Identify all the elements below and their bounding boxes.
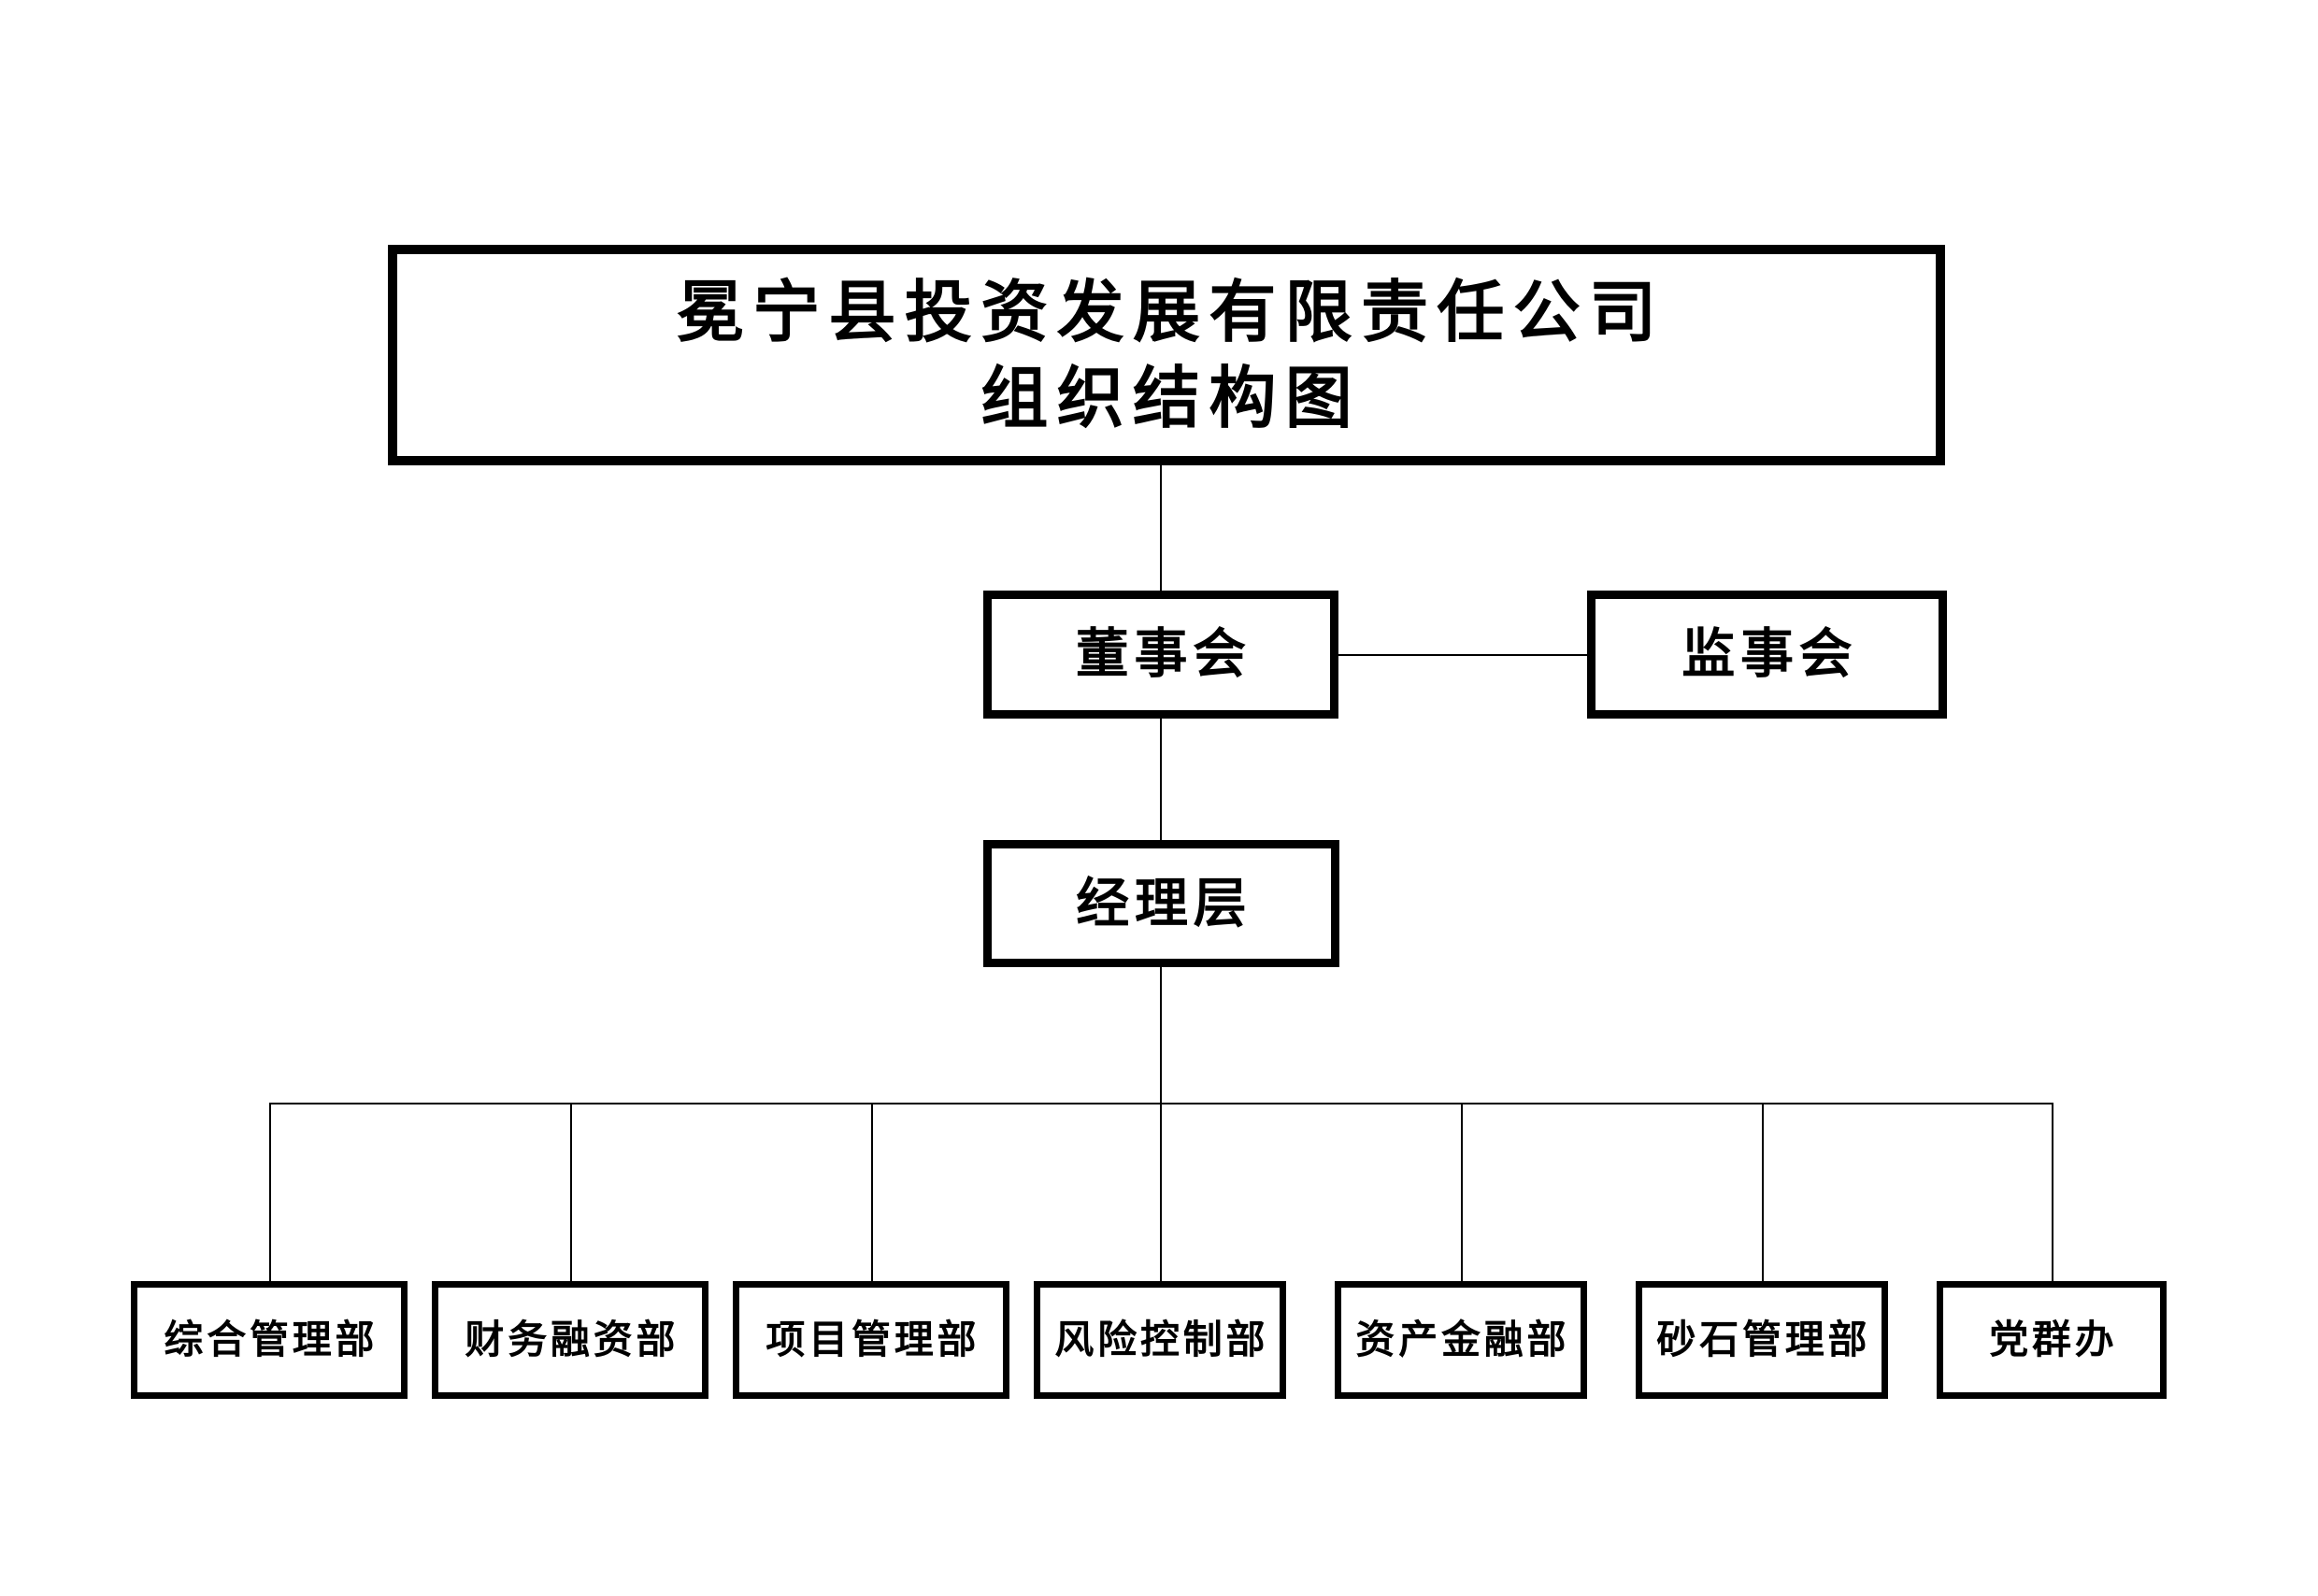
- connector-board-to-manager: [1160, 719, 1162, 841]
- org-node-department-4: 风险控制部: [1034, 1281, 1286, 1399]
- org-node-department-6: 砂石管理部: [1636, 1281, 1888, 1399]
- board-label: 董事会: [1075, 623, 1252, 686]
- connector-drop-dept-7: [2052, 1103, 2053, 1282]
- connector-board-to-supervisor: [1338, 654, 1587, 656]
- connector-drop-dept-4: [1160, 1103, 1162, 1282]
- connector-drop-dept-5: [1461, 1103, 1463, 1282]
- department-label: 项目管理部: [766, 1317, 980, 1363]
- department-label: 资产金融部: [1355, 1317, 1570, 1363]
- connector-manager-to-bus: [1160, 967, 1162, 1104]
- department-label: 风险控制部: [1054, 1317, 1269, 1363]
- connector-drop-dept-3: [871, 1103, 873, 1282]
- department-label: 财务融资部: [465, 1317, 680, 1363]
- title-line-1: 冕宁县投资发展有限责任公司: [676, 272, 1666, 351]
- department-label: 党群办: [1989, 1317, 2118, 1363]
- connector-drop-dept-6: [1762, 1103, 1764, 1282]
- connector-drop-dept-2: [570, 1103, 572, 1282]
- org-node-department-7: 党群办: [1937, 1281, 2167, 1399]
- department-label: 砂石管理部: [1656, 1317, 1871, 1363]
- org-node-department-2: 财务融资部: [432, 1281, 708, 1399]
- supervisor-label: 监事会: [1681, 623, 1858, 686]
- org-node-department-5: 资产金融部: [1335, 1281, 1587, 1399]
- department-label: 综合管理部: [164, 1317, 379, 1363]
- manager-label: 经理层: [1076, 872, 1252, 934]
- connector-drop-dept-1: [269, 1103, 271, 1282]
- org-node-department-3: 项目管理部: [733, 1281, 1009, 1399]
- org-node-board-of-supervisors: 监事会: [1587, 591, 1947, 719]
- org-node-manager-layer: 经理层: [983, 840, 1339, 967]
- org-node-board-of-directors: 董事会: [983, 591, 1338, 719]
- connector-title-to-board: [1160, 465, 1162, 591]
- org-node-title: 冕宁县投资发展有限责任公司 组织结构图: [388, 245, 1945, 465]
- org-node-department-1: 综合管理部: [131, 1281, 408, 1399]
- title-line-2: 组织结构图: [980, 359, 1362, 437]
